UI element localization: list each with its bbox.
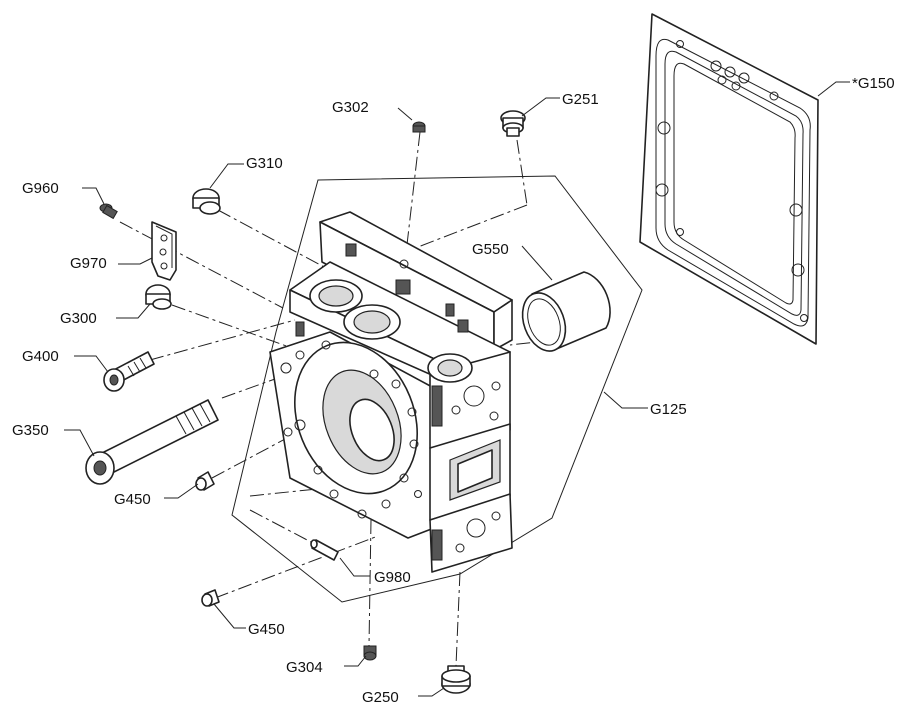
pin-g450-upper [195, 471, 215, 491]
plug-g300 [145, 284, 172, 310]
label-g450-upper: G450 [114, 491, 151, 508]
part-labels: *G150 G251 G302 G310 G960 G970 G550 G300… [12, 75, 895, 706]
screw-g960 [99, 203, 118, 220]
label-g400: G400 [22, 348, 59, 365]
leader-lines [64, 81, 850, 697]
plug-g310 [192, 188, 221, 215]
label-g302: G302 [332, 99, 369, 116]
bolt-g400 [103, 351, 155, 392]
label-g550: G550 [472, 241, 509, 258]
label-g300: G300 [60, 310, 97, 327]
sleeve-g550 [521, 271, 611, 352]
plug-g251 [500, 110, 526, 137]
housing-g125 [269, 211, 513, 573]
label-g970: G970 [70, 255, 107, 272]
label-g251: G251 [562, 91, 599, 108]
bolt-g350 [85, 399, 219, 485]
label-g450-lower: G450 [248, 621, 285, 638]
bracket-g970 [151, 221, 177, 281]
label-g960: G960 [22, 180, 59, 197]
label-g250: G250 [362, 689, 399, 706]
plug-g302 [412, 121, 426, 133]
plug-g250 [441, 665, 471, 694]
pin-g980 [310, 539, 339, 561]
label-g310: G310 [246, 155, 283, 172]
label-g350: G350 [12, 422, 49, 439]
plug-g304 [363, 645, 377, 661]
label-g150: *G150 [852, 75, 895, 92]
gasket-g150 [639, 13, 819, 345]
label-g980: G980 [374, 569, 411, 586]
label-g125: G125 [650, 401, 687, 418]
label-g304: G304 [286, 659, 323, 676]
pin-g450-lower [201, 589, 220, 607]
